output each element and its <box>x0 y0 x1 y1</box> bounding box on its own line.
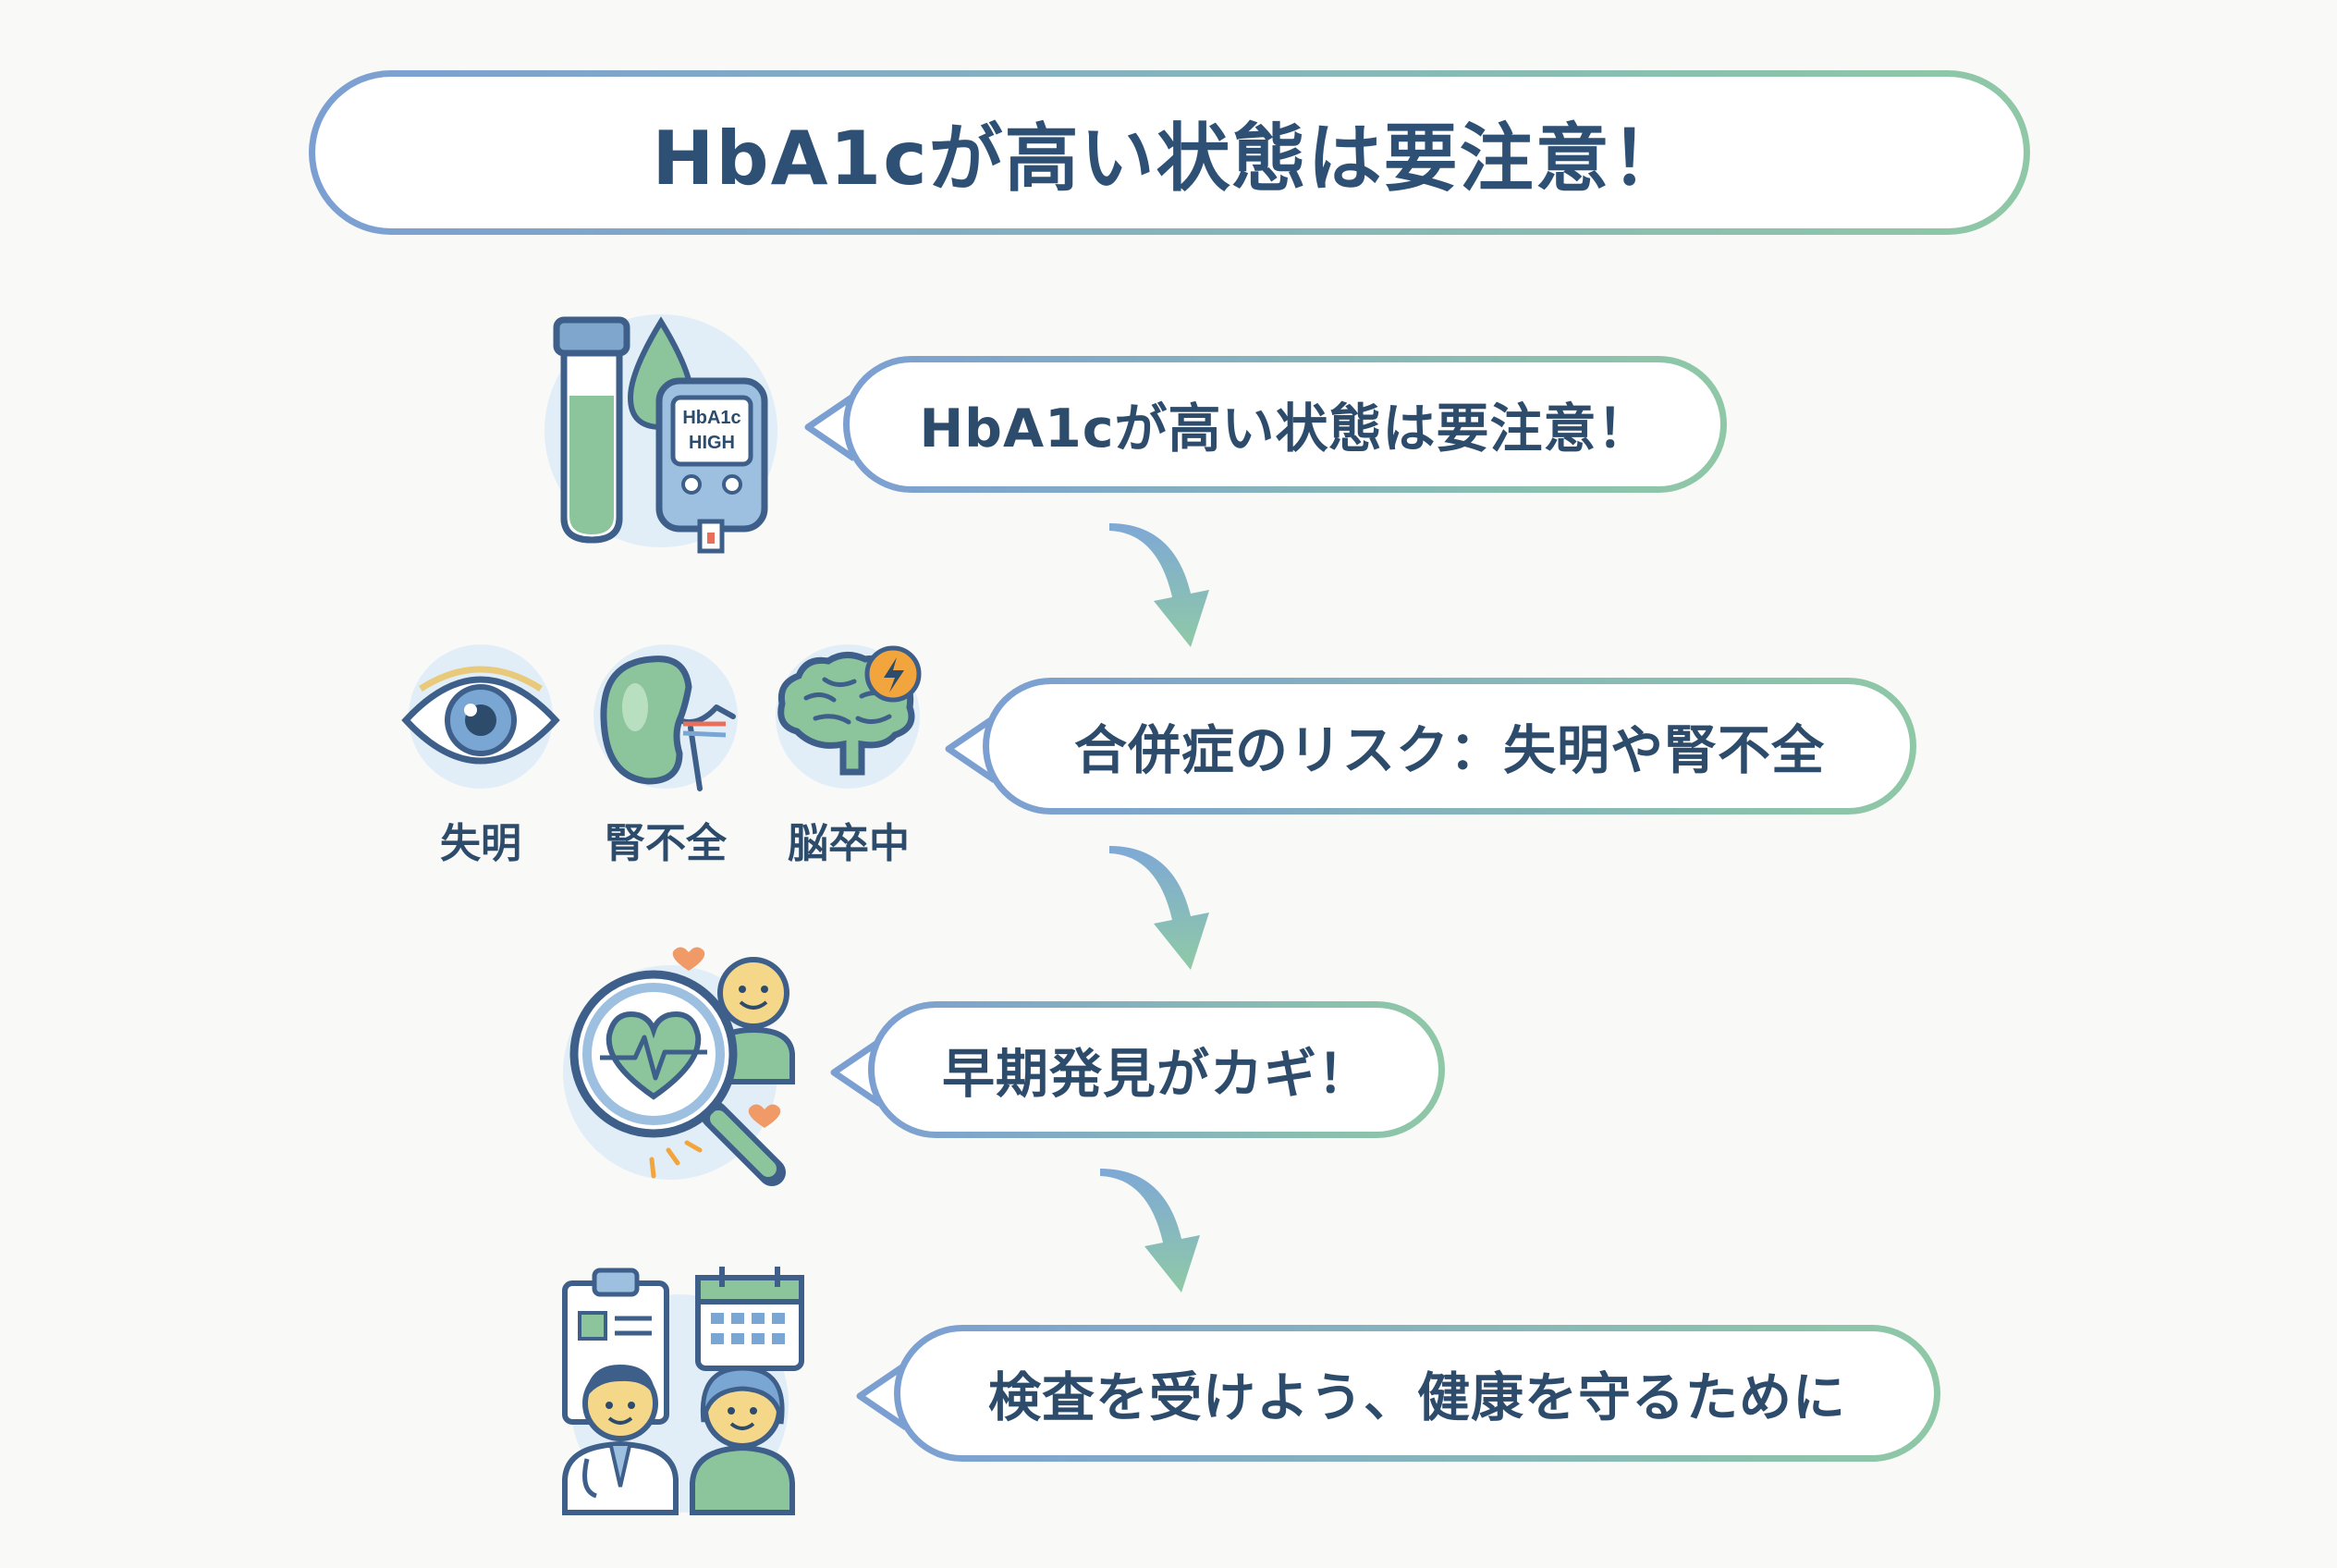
eye-icon <box>401 644 560 789</box>
blood-test-icon: HbA1c HIGH <box>544 314 777 554</box>
step-3-bubble: 早期発見がカギ！ <box>868 1001 1445 1138</box>
step-1-bubble: HbA1cが高い状態は要注意！ <box>843 356 1727 493</box>
title-banner: HbA1cが高い状態は要注意！ <box>309 70 2030 235</box>
down-arrow-icon <box>1109 846 1209 970</box>
doctor-patient-calendar-icon <box>562 1267 804 1515</box>
magnifier-heart-icon <box>563 947 795 1186</box>
bubble-tail <box>856 1362 910 1430</box>
step-4-text: 検査を受けよう、健康を守るために <box>988 1367 1846 1428</box>
meter-line2: HIGH <box>689 433 735 453</box>
label-stroke: 脳卒中 <box>788 820 910 867</box>
step-4-bubble: 検査を受けよう、健康を守るために <box>894 1325 1940 1462</box>
brain-icon <box>776 644 922 789</box>
step-2-text: 合併症のリスク：失明や腎不全 <box>1074 720 1825 781</box>
kidney-icon <box>593 644 738 791</box>
down-arrow-icon <box>1100 1169 1200 1292</box>
step-3-text: 早期発見がカギ！ <box>942 1044 1371 1105</box>
label-blindness: 失明 <box>440 820 521 867</box>
bubble-tail <box>830 1038 884 1107</box>
page-title: HbA1cが高い状態は要注意！ <box>652 116 1687 202</box>
bubble-tail <box>945 715 998 783</box>
meter-line1: HbA1c <box>682 408 740 428</box>
step-1-text: HbA1cが高い状態は要注意！ <box>919 398 1651 459</box>
step-2-bubble: 合併症のリスク：失明や腎不全 <box>983 678 1916 815</box>
bubble-tail <box>804 393 858 461</box>
label-kidney-failure: 腎不全 <box>605 820 727 867</box>
down-arrow-icon <box>1109 523 1209 647</box>
